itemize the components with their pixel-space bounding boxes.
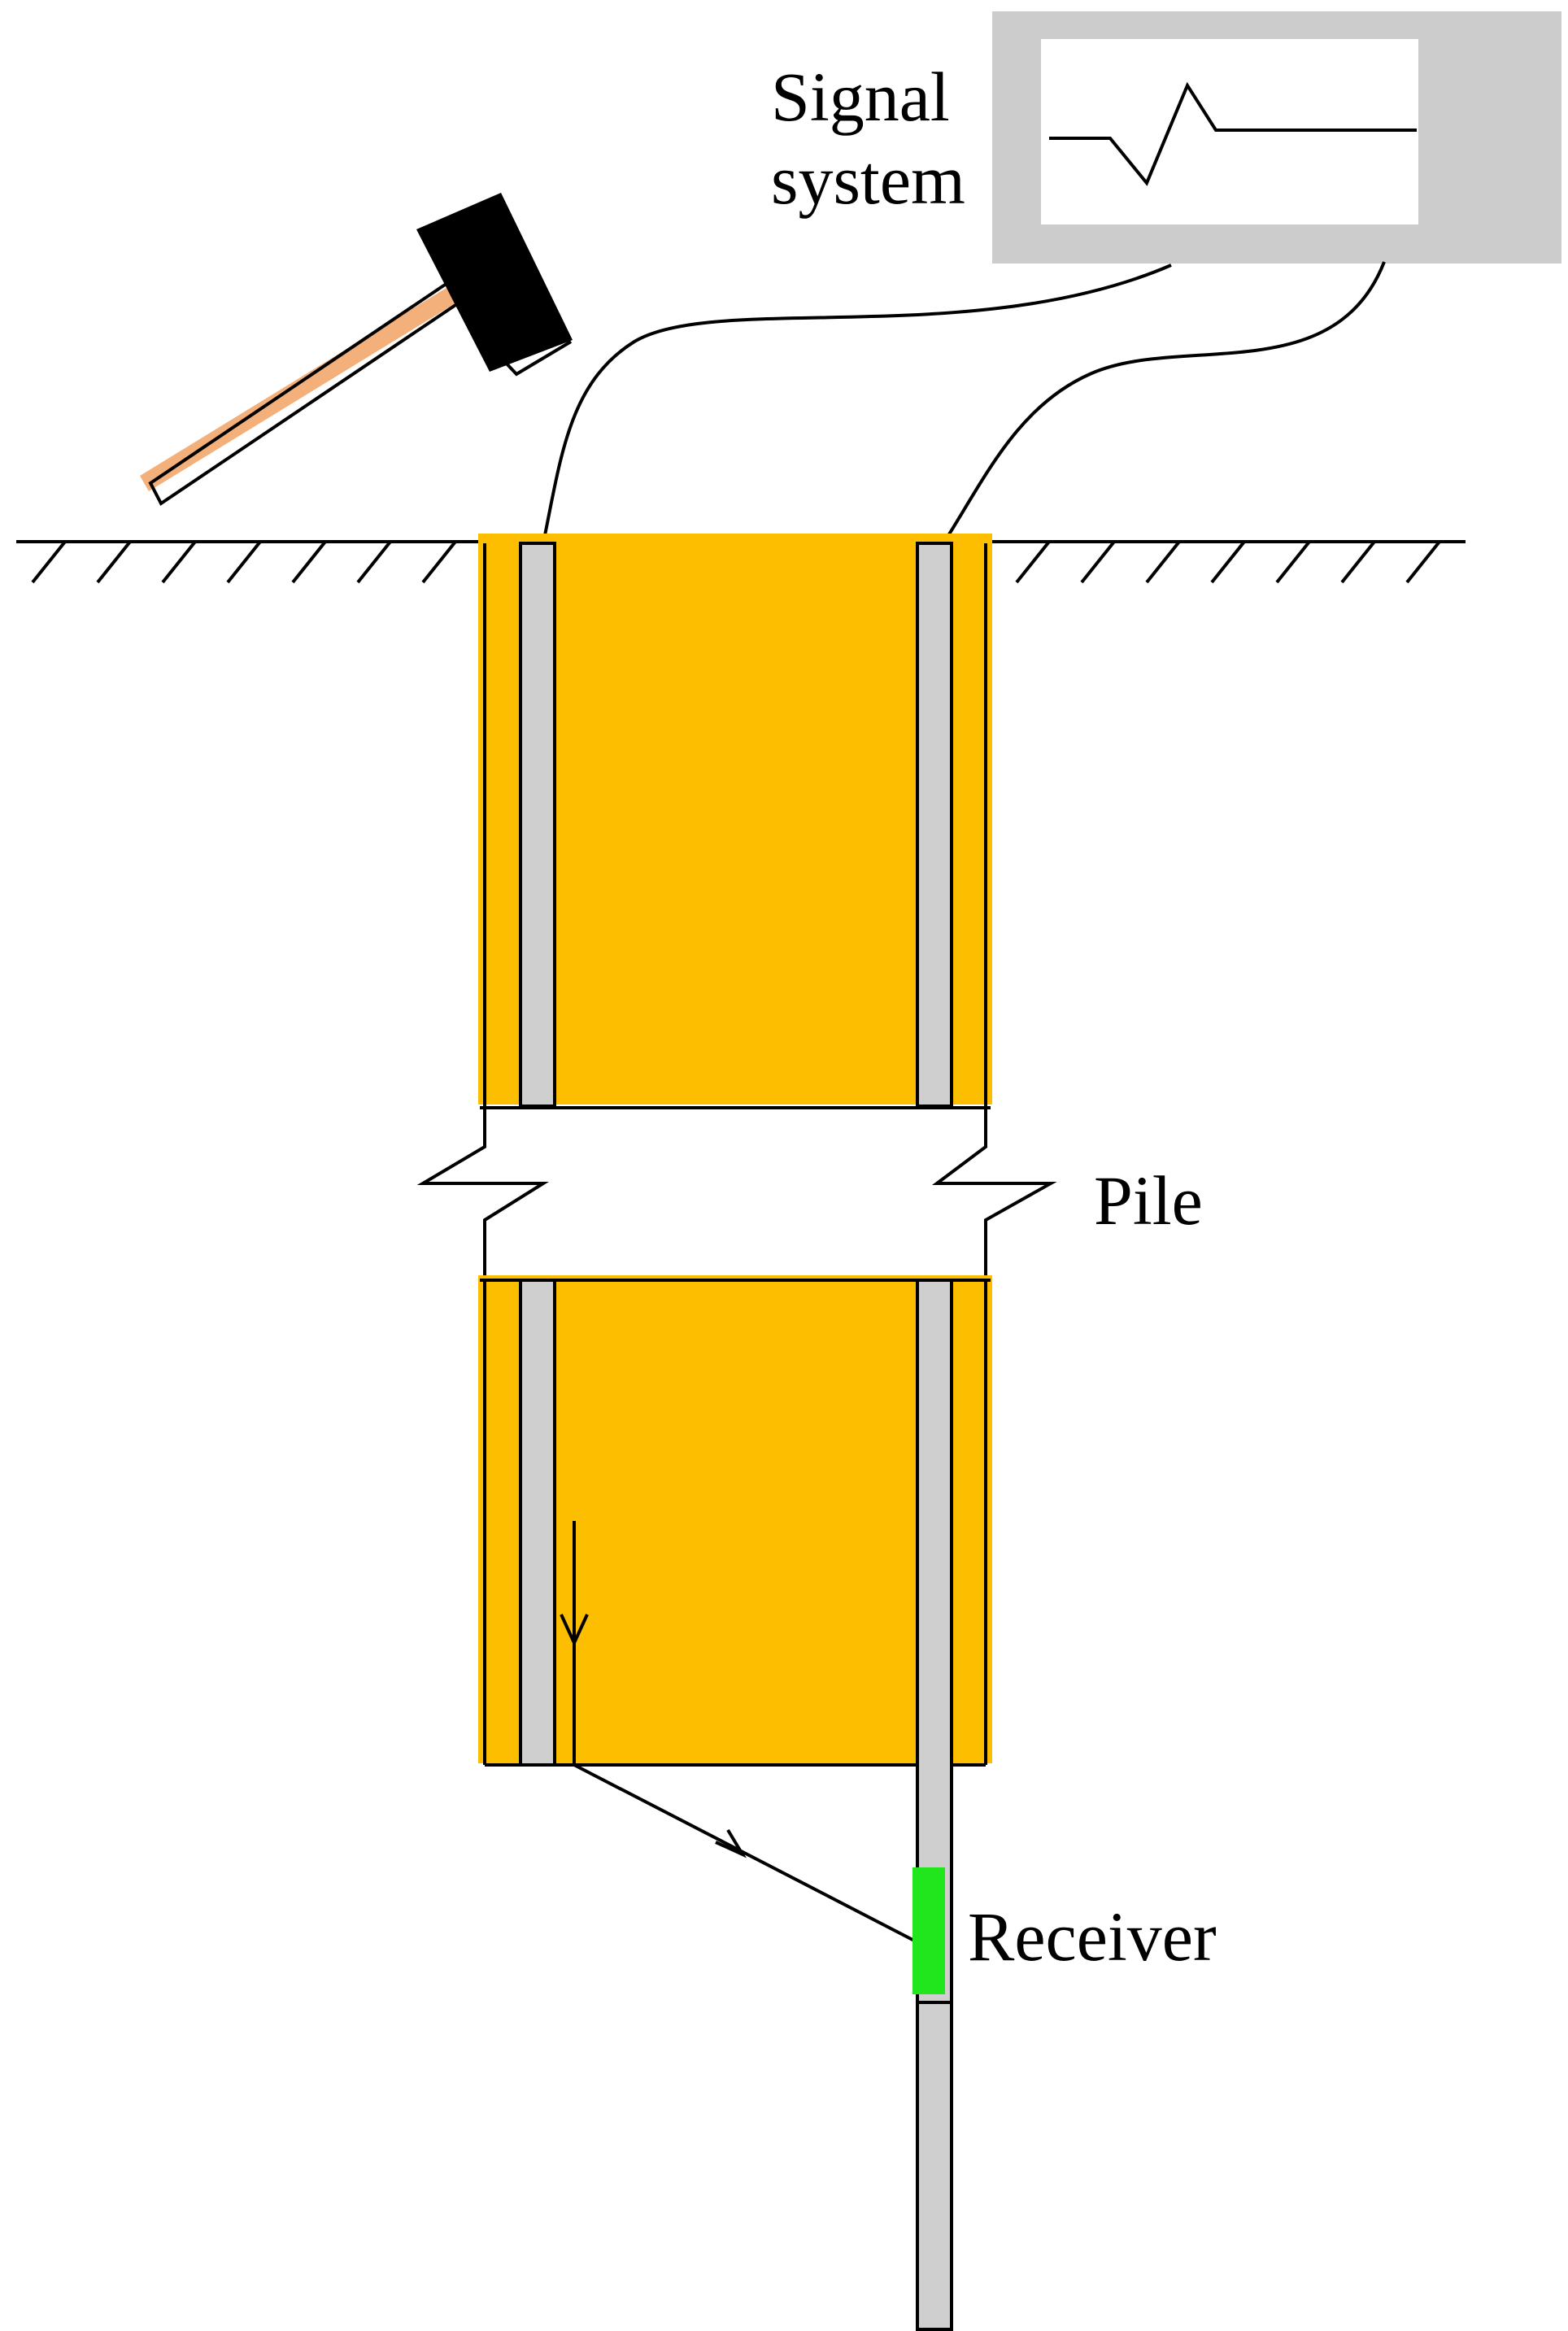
access-tube-left-upper — [519, 542, 556, 1108]
signal-system-monitor — [992, 11, 1561, 264]
ground-hatching — [31, 540, 1441, 584]
access-tube-left-lower — [519, 1279, 556, 1767]
pile-upper-section — [478, 534, 992, 1108]
receiver-sensor-icon — [912, 1867, 952, 2004]
signal-system-label-line2: system — [771, 141, 965, 219]
receiver-label: Receiver — [968, 1897, 1217, 1976]
signal-system-label-line1: Signal — [771, 58, 950, 136]
pile-label: Pile — [1094, 1161, 1203, 1240]
signal-waveform — [1049, 81, 1417, 186]
hammer-icon — [140, 193, 573, 506]
pile-lower-section — [478, 1275, 992, 2331]
cable-left — [542, 264, 1172, 544]
wave-path — [560, 1521, 918, 1944]
hammer-handle — [140, 284, 462, 491]
hammer-head-face — [503, 340, 573, 377]
access-tube-right-lower — [916, 1279, 953, 2331]
cable-right — [942, 261, 1386, 545]
pile-break-symbol — [416, 1106, 1057, 1275]
hammer-head — [416, 193, 573, 372]
access-tube-right-upper — [916, 542, 953, 1108]
